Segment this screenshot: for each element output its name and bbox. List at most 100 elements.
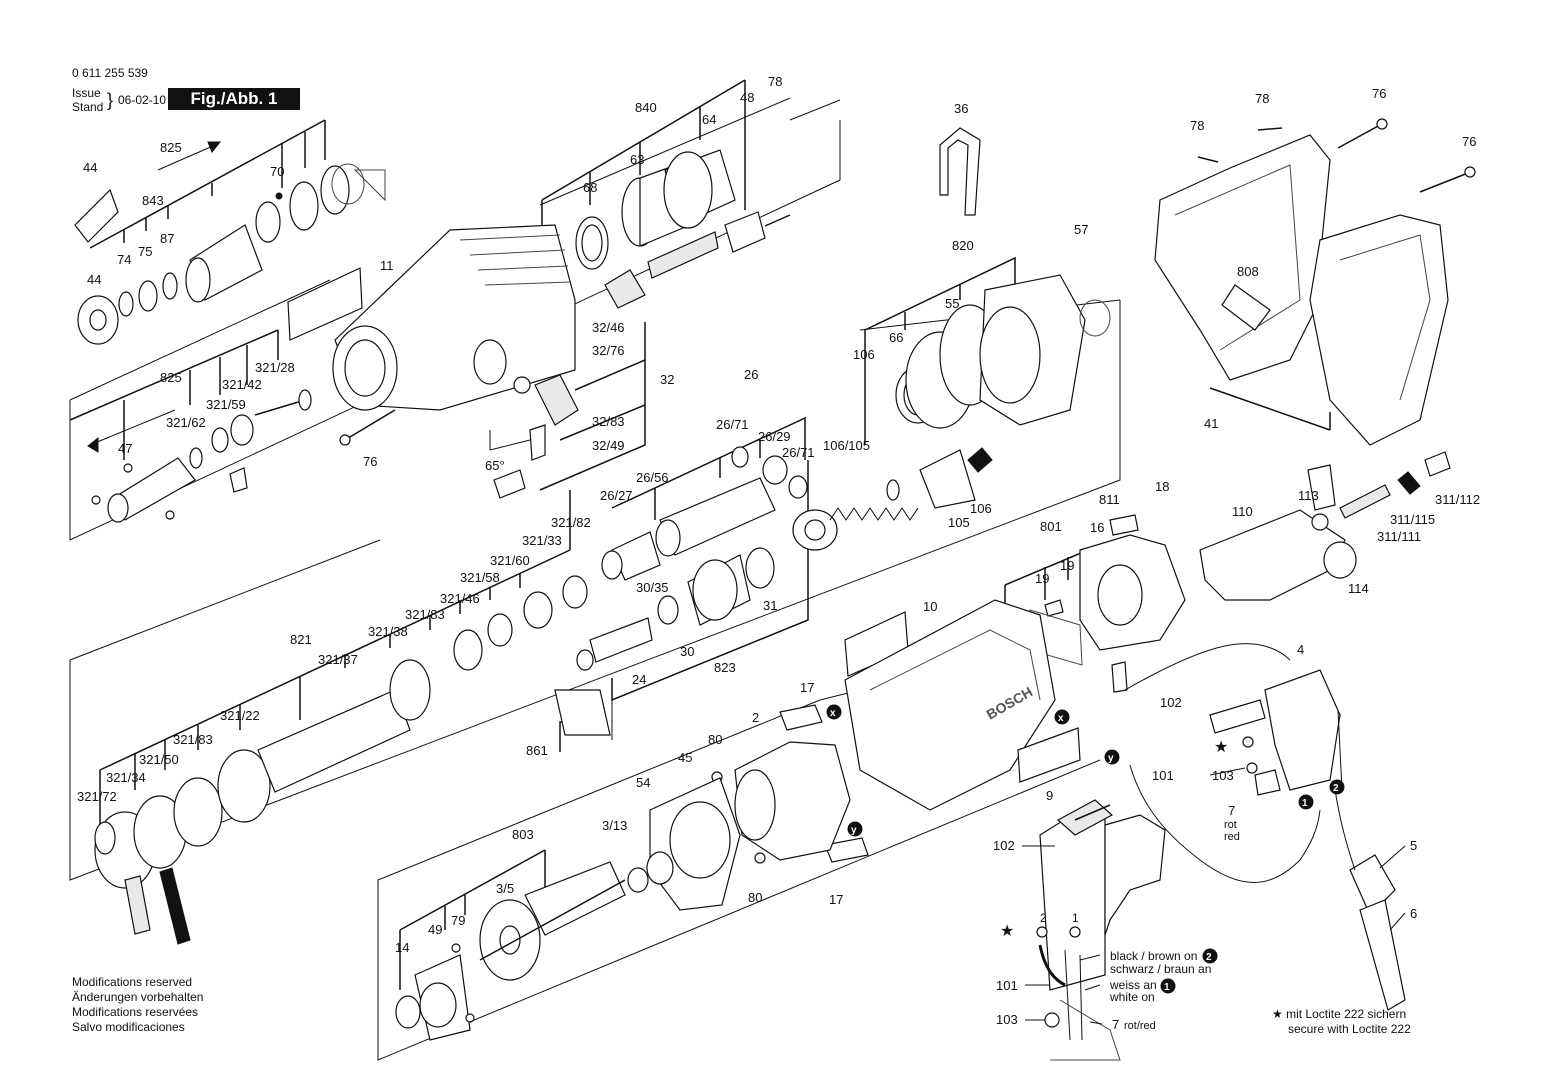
note-white-de: weiss an: [1109, 978, 1157, 992]
callout-321-83-lower: 321/83: [173, 732, 213, 747]
marker-x-cable-text: x: [1058, 713, 1064, 724]
callout-321-38: 321/38: [368, 624, 408, 639]
callout-321-59: 321/59: [206, 397, 246, 412]
callout-26-27: 26/27: [600, 488, 633, 503]
callout-26-29: 26/29: [758, 429, 791, 444]
callout-861: 861: [526, 743, 548, 758]
callout-321-83-upper: 321/83: [405, 607, 445, 622]
callout-825-mid: 825: [160, 370, 182, 385]
callout-321-50: 321/50: [139, 752, 179, 767]
callout-311-115: 311/115: [1390, 512, 1435, 527]
callout-65-deg: 65°: [485, 458, 505, 473]
callout-80-upper: 80: [708, 732, 722, 747]
callout-110: 110: [1232, 504, 1253, 519]
note-black-brown-en: black / brown on: [1110, 949, 1197, 963]
note-rot-red-inline: rot/red: [1124, 1020, 1156, 1032]
callout-101-inset: 101: [996, 978, 1018, 993]
note-rot: rot: [1224, 819, 1237, 831]
callout-18: 18: [1155, 479, 1169, 494]
terminal-2-label: 2: [1040, 911, 1047, 925]
callout-321-58: 321/58: [460, 570, 500, 585]
modifications-de: Änderungen vorbehalten: [72, 990, 204, 1004]
callout-45: 45: [678, 750, 692, 765]
callout-76-screw: 76: [363, 454, 377, 469]
group-frames: [69, 97, 1121, 1061]
marker-y-brush-text: y: [851, 825, 857, 836]
callout-321-37: 321/37: [318, 652, 358, 667]
wiring-notes: black / brown on schwarz / braun an weis…: [826, 704, 1345, 1032]
callout-103-inset: 103: [996, 1012, 1018, 1027]
callout-106-upper: 106: [853, 347, 875, 362]
note-red: red: [1224, 831, 1240, 843]
star-switch: ★: [1214, 739, 1228, 756]
callout-103-upper: 103: [1212, 768, 1234, 783]
callout-78-mid: 78: [1255, 91, 1269, 106]
callout-30: 30: [680, 644, 694, 659]
callout-4: 4: [1297, 642, 1304, 657]
parts: BOSCH: [74, 118, 1476, 1061]
inset-leaders: [1022, 767, 1406, 1025]
callout-80-lower: 80: [748, 890, 762, 905]
callout-57: 57: [1074, 222, 1088, 237]
callout-31: 31: [763, 598, 777, 613]
callout-820: 820: [952, 238, 974, 253]
callout-11: 11: [380, 258, 394, 273]
callout-19-right: 19: [1060, 558, 1074, 573]
callout-68: 68: [583, 180, 597, 195]
callout-321-28: 321/28: [255, 360, 295, 375]
callout-32-76: 32/76: [592, 343, 625, 358]
callout-321-82: 321/82: [551, 515, 591, 530]
marker-1-text: 1: [1164, 982, 1170, 993]
callout-311-111: 311/111: [1377, 529, 1421, 544]
part-number: 0 611 255 539: [72, 66, 148, 80]
callout-78-left: 78: [1190, 118, 1204, 133]
callout-823: 823: [714, 660, 736, 675]
callout-808: 808: [1237, 264, 1259, 279]
callout-26-71-left: 26/71: [716, 417, 749, 432]
callout-54: 54: [636, 775, 650, 790]
marker-1-switch-text: 1: [1302, 798, 1308, 809]
callout-321-34: 321/34: [106, 770, 146, 785]
marker-x-cable: [1054, 709, 1070, 725]
callout-321-60: 321/60: [490, 553, 530, 568]
callout-321-62: 321/62: [166, 415, 206, 430]
group-brackets: [69, 79, 1331, 990]
callout-17-lower: 17: [829, 892, 843, 907]
callout-821: 821: [290, 632, 312, 647]
stand-label: Stand: [72, 100, 104, 114]
callout-17-upper: 17: [800, 680, 814, 695]
brace: }: [107, 90, 114, 110]
modifications-fr: Modifications reservées: [72, 1005, 199, 1019]
callout-79: 79: [451, 913, 465, 928]
callout-801: 801: [1040, 519, 1062, 534]
marker-2-switch: [1329, 779, 1345, 795]
marker-1-switch: [1298, 794, 1314, 810]
modifications-en: Modifications reserved: [72, 975, 193, 989]
callout-49: 49: [428, 922, 442, 937]
callout-32: 32: [660, 372, 674, 387]
callout-840: 840: [635, 100, 657, 115]
marker-y-brush: [847, 821, 863, 837]
callout-105: 105: [948, 515, 970, 530]
callout-102-inset: 102: [993, 838, 1015, 853]
callout-76-top: 76: [1372, 86, 1386, 101]
callout-44-upper: 44: [83, 160, 97, 175]
marker-1-circle: [1160, 978, 1176, 994]
callout-41: 41: [1204, 416, 1218, 431]
marker-y-cable-text: y: [1108, 753, 1114, 764]
callout-36: 36: [954, 101, 968, 116]
callout-76-right: 76: [1462, 134, 1476, 149]
callout-106-105: 106/105: [823, 438, 870, 453]
callout-114: 114: [1348, 581, 1369, 596]
callout-19-left: 19: [1035, 571, 1049, 586]
issue-label: Issue: [72, 86, 101, 100]
callout-321-33: 321/33: [522, 533, 562, 548]
callout-10: 10: [923, 599, 937, 614]
callout-16: 16: [1090, 520, 1104, 535]
figure-label: Fig./Abb. 1: [168, 88, 300, 110]
callout-78-top: 78: [768, 74, 782, 89]
callout-30-35: 30/35: [636, 580, 669, 595]
callout-26-71-right: 26/71: [782, 445, 815, 460]
callout-87: 87: [160, 231, 174, 246]
